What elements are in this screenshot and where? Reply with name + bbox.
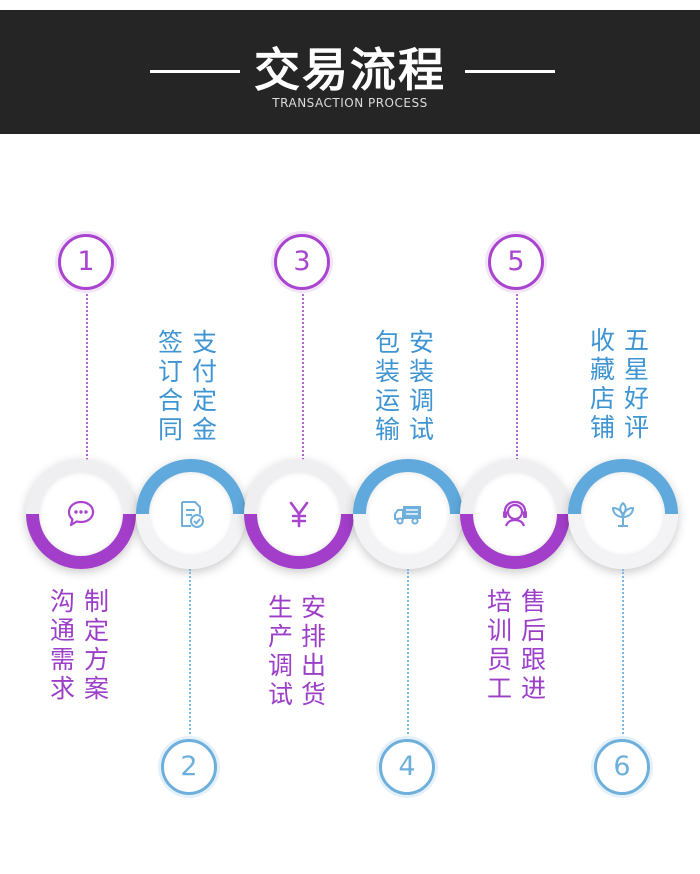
step-3-number-badge: 3	[274, 234, 330, 290]
step-2-icon-ring	[136, 459, 246, 569]
step-3-connector	[302, 290, 304, 460]
step-5-icon-ring	[460, 459, 570, 569]
title-left-rule	[150, 70, 240, 73]
step-5-label-col2: 售后跟进	[521, 587, 547, 703]
delivery-truck-icon	[393, 499, 423, 529]
contract-check-icon	[176, 499, 206, 529]
title-right-rule	[465, 70, 555, 73]
step-1-icon-ring	[26, 459, 136, 569]
step-4-connector	[407, 569, 409, 741]
step-3-label-col2: 安排出货	[301, 593, 327, 709]
customer-service-icon	[500, 499, 530, 529]
step-1-connector	[86, 290, 88, 460]
page-subtitle: TRANSACTION PROCESS	[272, 96, 428, 110]
step-6-label-col2: 五星好评	[624, 326, 650, 442]
step-6-label-col1: 收藏店铺	[590, 326, 616, 442]
step-2-label-col1: 签订合同	[158, 328, 184, 444]
step-1-label-col1: 沟通需求	[50, 587, 76, 703]
step-4-number-badge: 4	[379, 739, 435, 795]
step-4-label-col2: 安装调试	[409, 328, 435, 444]
step-1-number-badge: 1	[58, 234, 114, 290]
yen-icon	[284, 499, 314, 529]
header-banner: 交易流程 TRANSACTION PROCESS	[0, 10, 700, 134]
step-6-number-badge: 6	[594, 739, 650, 795]
step-5-label-col1: 培训员工	[487, 587, 513, 703]
step-3-icon-ring	[244, 459, 354, 569]
step-6-connector	[622, 569, 624, 741]
step-3-label-col1: 生产调试	[268, 593, 294, 709]
step-2-number-badge: 2	[161, 739, 217, 795]
step-1-label-col2: 制定方案	[84, 587, 110, 703]
step-4-label-col1: 包装运输	[375, 328, 401, 444]
step-4-icon-ring	[353, 459, 463, 569]
header-gap	[0, 134, 700, 164]
step-5-connector	[516, 290, 518, 460]
step-2-connector	[189, 569, 191, 741]
step-2-label-col2: 支付定金	[192, 328, 218, 444]
flower-icon	[608, 499, 638, 529]
page-title: 交易流程	[254, 43, 446, 97]
chat-bubble-icon	[66, 499, 96, 529]
step-6-icon-ring	[568, 459, 678, 569]
step-5-number-badge: 5	[488, 234, 544, 290]
